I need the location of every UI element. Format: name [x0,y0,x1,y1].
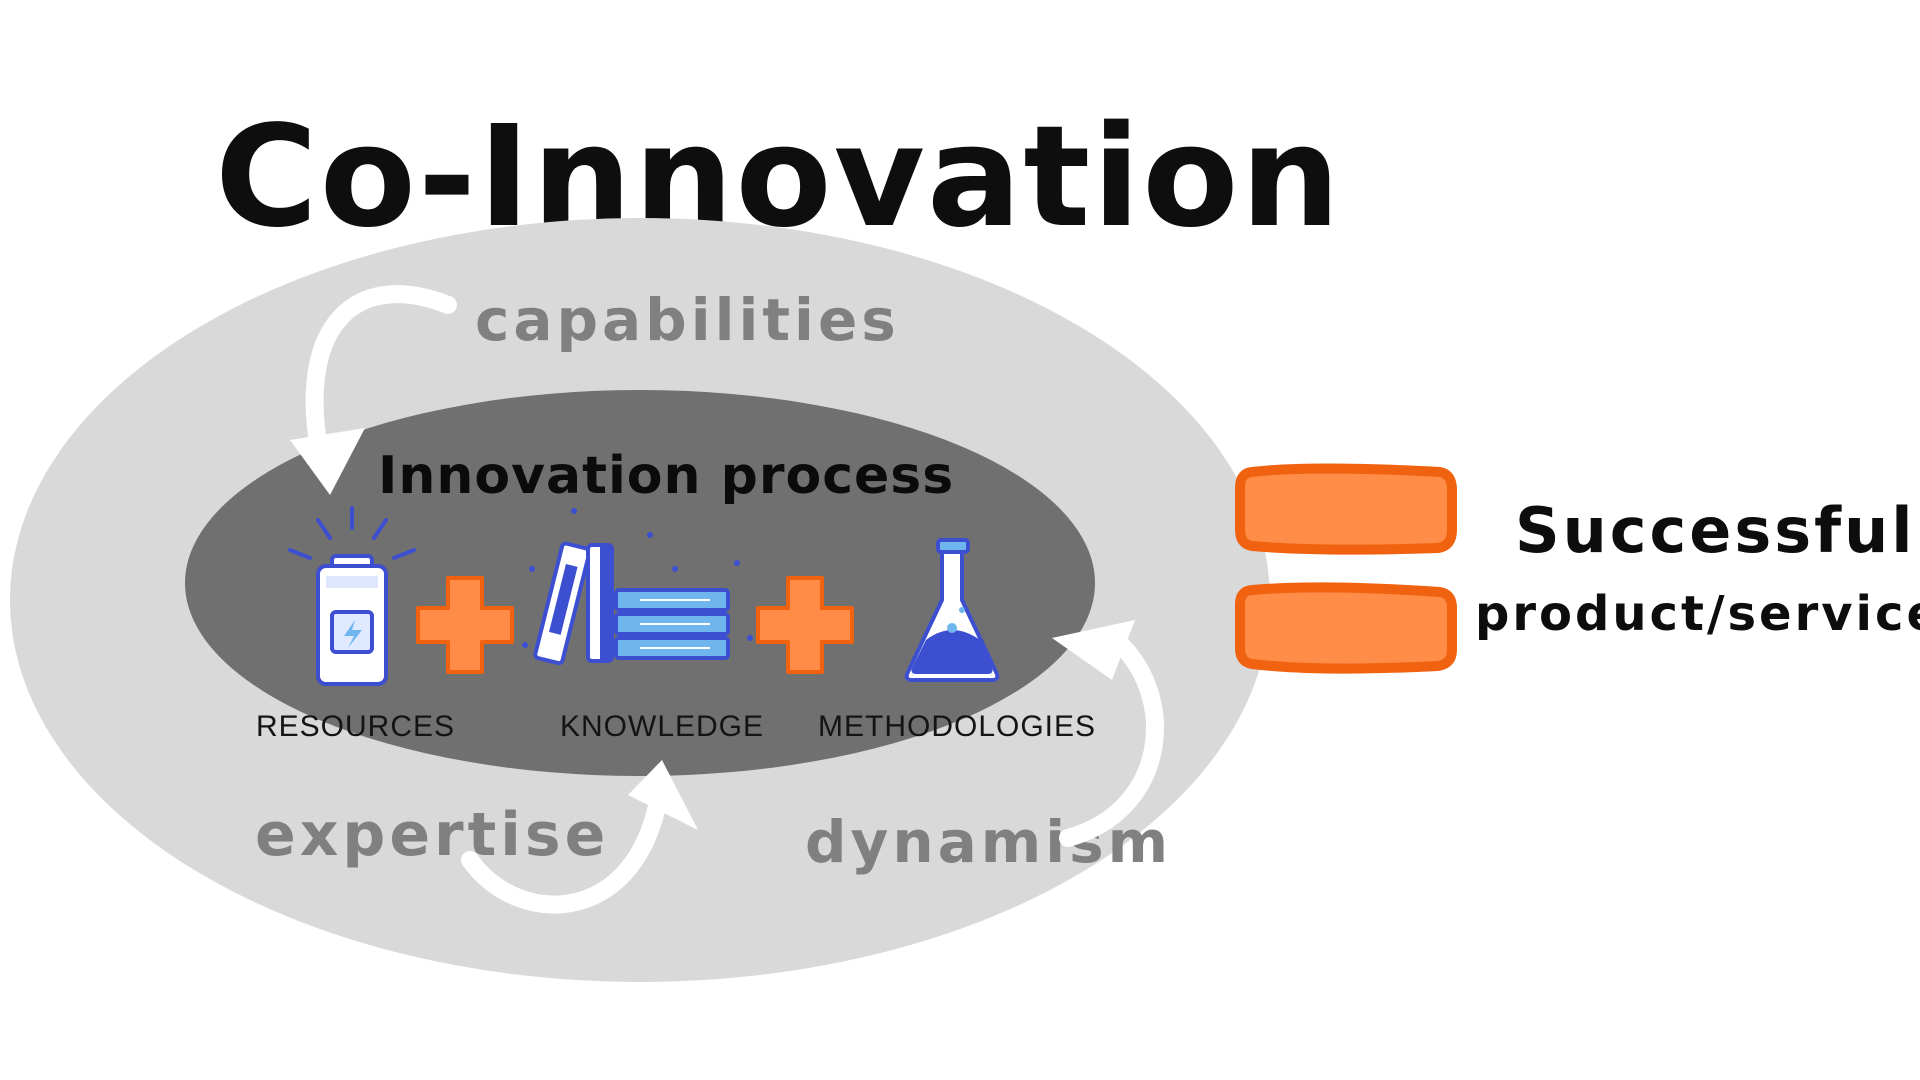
label-knowledge: KNOWLEDGE [560,710,764,743]
plus-icon-2 [756,576,854,674]
flask-icon [904,538,1000,682]
term-expertise: expertise [255,800,609,870]
result-line-1: Successful [1515,494,1916,567]
arrow-dynamism [1052,620,1164,847]
equals-icon [1235,463,1457,674]
books-icon [522,508,753,666]
arrow-expertise [461,760,698,914]
arrow-capabilities [290,285,457,495]
term-capabilities: capabilities [475,286,900,354]
battery-icon [288,506,416,686]
inner-ellipse [185,390,1095,776]
plus-icon-1 [416,576,514,674]
process-title: Innovation process [378,446,954,506]
label-methodologies: METHODOLOGIES [818,710,1096,743]
label-resources: RESOURCES [256,710,455,743]
result-line-2: product/service [1475,586,1920,642]
